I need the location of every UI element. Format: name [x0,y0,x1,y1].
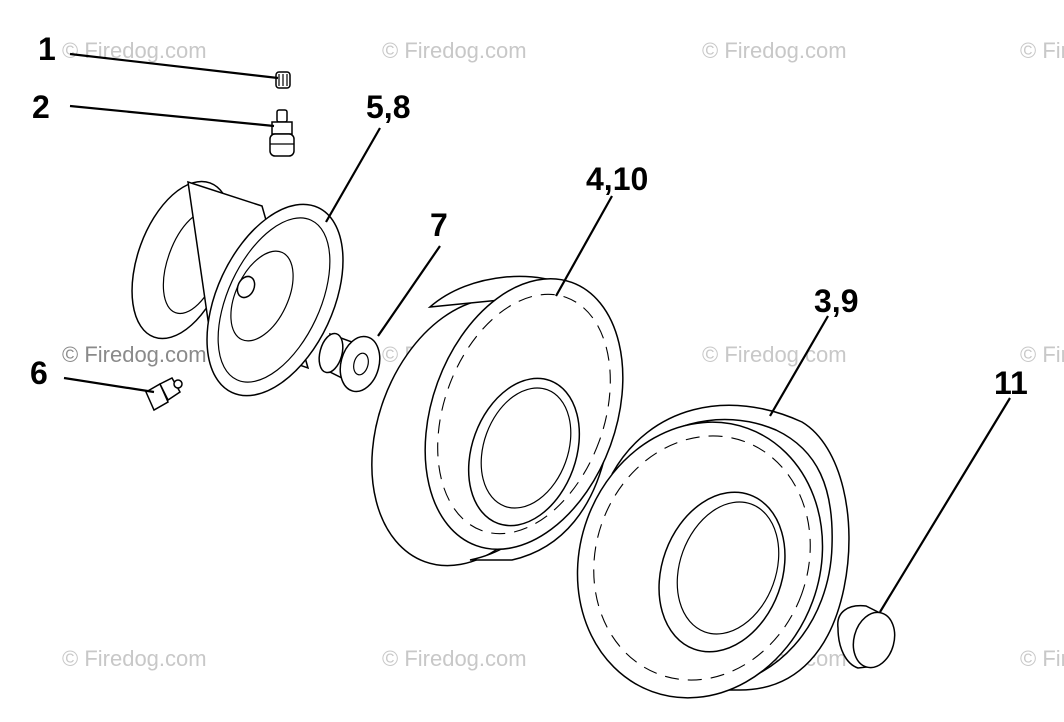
callout-5-8: 5,8 [366,89,410,125]
watermark: © Firedog.com [382,38,527,63]
leader-line-1 [69,52,279,80]
watermark: © Firedog.com [62,38,207,63]
part-bushing [318,332,381,393]
watermark: © Firedog.com [1020,646,1064,671]
watermark: © Firedog.com [382,646,527,671]
watermark: © Firedog.com [62,342,207,367]
callout-1: 1 [38,31,56,67]
leader-line-11 [879,397,1011,613]
leader-line-2 [69,104,275,128]
callout-6: 6 [30,355,48,391]
leader-line-3-9 [769,315,829,417]
leader-lines [63,52,1011,613]
callout-11: 11 [994,365,1028,401]
leader-line-7 [377,245,441,337]
part-wheel-rim [131,180,344,397]
watermark: © Firedog.com [702,38,847,63]
watermark: © Firedog.com [1020,342,1064,367]
callout-labels: 1 2 5,8 4,10 7 3,9 6 11 [30,31,1028,401]
part-grease-fitting [145,377,183,412]
callout-2: 2 [32,89,50,125]
watermark: © Firedog.com [1020,38,1064,63]
watermark: © Firedog.com [702,342,847,367]
watermark: © Firedog.com [62,646,207,671]
leader-line-4-10 [555,195,613,297]
callout-3-9: 3,9 [814,283,858,319]
callout-7: 7 [430,207,448,243]
part-tire-rear [576,404,850,699]
part-tire-front [371,275,624,567]
leader-line-5-8 [325,127,381,223]
part-valve-cap [275,71,291,89]
part-valve-stem [269,109,295,157]
callout-4-10: 4,10 [586,161,648,197]
part-hub-cap [837,604,896,669]
leader-line-6 [63,376,155,394]
